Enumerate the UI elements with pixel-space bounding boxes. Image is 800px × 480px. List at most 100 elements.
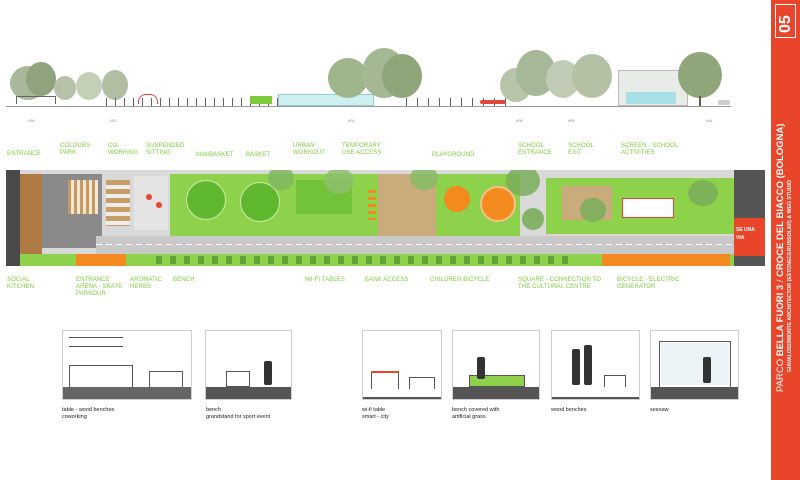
plan-playground-disc: [444, 186, 470, 212]
plan-label: MINIBASKET: [196, 152, 234, 158]
person-figure: [477, 357, 485, 379]
table-frame: [69, 365, 133, 387]
plan-tree: [580, 198, 606, 222]
person-figure: [264, 361, 272, 385]
elevation-tag: H34: [706, 119, 713, 123]
sheet-number: 05: [777, 15, 794, 33]
title-sidebar: 05 PARCO BELLA FUORI 3 / CROCE DEL BIACC…: [771, 0, 800, 480]
project-title: PARCO BELLA FUORI 3 / CROCE DEL BIACCO (…: [775, 123, 786, 392]
plan-tree: [506, 170, 540, 196]
plan-tree: [688, 180, 718, 206]
plan-label: SCHOOL EXIT: [568, 143, 594, 156]
plan-path: [96, 236, 736, 254]
detail-panel-grandstand: [205, 330, 292, 400]
elevation-tag: H01: [348, 119, 355, 123]
panel-ground: [363, 397, 441, 399]
elevation-glass-pavilion: [278, 94, 374, 106]
detail-caption: wood benches: [551, 407, 587, 413]
plan-suspended-sitting: [134, 176, 168, 230]
plan-label: SOCIAL KITCHEN: [7, 277, 35, 290]
plan-label: COLOURS PARK: [60, 143, 91, 156]
elevation-tag: H01: [110, 119, 117, 123]
plan-label: SQUARE - CONNECTION TO THE CULTURAL CENT…: [518, 277, 601, 290]
elevation-tag: H34: [28, 119, 35, 123]
plan-tree: [268, 170, 294, 190]
plan-label: WI-FI TABLES: [305, 277, 345, 283]
plan-sign-panel: [734, 218, 765, 256]
plan-label: CHILDREN BICYCLE: [430, 277, 490, 283]
plan-label: URBAN WORKOUT: [293, 143, 326, 156]
elevation-tree: [102, 70, 128, 100]
plan-path-line: [96, 244, 736, 245]
plan-entrance-zone: [6, 170, 20, 266]
plan-label: BICYCLE - ELECTRIC GENERATOR: [617, 277, 680, 290]
plan-label: SUSPENDED SITTING: [146, 143, 185, 156]
elevation-tree: [572, 54, 612, 98]
wifi-bench: [409, 377, 435, 389]
seesaw-frame: [659, 341, 731, 387]
plan-colour-stripes: [68, 180, 98, 214]
plan-strip: SE UNA VIA: [6, 170, 765, 266]
panel-ground: [206, 387, 291, 399]
sheet-number-box: [775, 4, 796, 38]
elevation-ground: [6, 106, 731, 107]
plan-screen: [622, 198, 674, 218]
plan-label: SCREEN - SCHOOL ACTIVITIES: [621, 143, 678, 156]
elevation-building-window: [626, 92, 676, 104]
plan-label: BANK ACCESS: [365, 277, 409, 283]
panel-ground: [63, 387, 191, 399]
plan-social-kitchen: [20, 174, 42, 254]
wifi-table: [371, 371, 399, 389]
plan-playground-disc: [480, 186, 516, 222]
elevation-tree: [26, 62, 56, 96]
detail-caption: seesaw: [650, 407, 669, 413]
elevation-strip: H34 H01 H01 H08 H09 H34: [6, 40, 731, 123]
elevation-tree: [76, 72, 102, 100]
plan-orange-bar: [76, 254, 126, 266]
elevation-car: [718, 100, 730, 105]
elevation-red-slide: [480, 100, 506, 104]
plan-label: ENTRANCE ARENA - SKATE PARKOUR: [76, 277, 123, 297]
elevation-people: [106, 98, 306, 106]
person-figure: [703, 357, 711, 383]
elevation-tree-trunk: [699, 96, 701, 106]
person-figure: [584, 345, 592, 385]
elevation-tag: H08: [516, 119, 523, 123]
panel-ground: [453, 387, 539, 399]
plan-hedge-dots: [156, 256, 576, 264]
plan-minibasket-court: [186, 180, 226, 220]
plan-coworking-tables: [106, 180, 130, 226]
elevation-tag: H09: [568, 119, 575, 123]
plan-red-dot: [156, 202, 162, 208]
panel-ground: [552, 397, 639, 399]
pergola-roof: [69, 337, 123, 347]
project-credits: GIAVALOSDIMONTE ARCHITECTOR (ESTONECERUB…: [787, 180, 793, 372]
plan-tree: [410, 170, 438, 190]
elevation-tree: [54, 76, 76, 100]
plan-label: PLAYGROUND: [432, 152, 475, 158]
detail-panel-wifi: [362, 330, 442, 400]
plan-label: AROMATIC HERBS: [130, 277, 163, 290]
grandstand-bench: [226, 371, 250, 387]
plan-orange-chevrons: [368, 190, 376, 220]
plan-basket-court: [240, 182, 280, 222]
detail-panel-seesaw: [650, 330, 739, 400]
plan-label: ENTRANCE: [7, 151, 41, 157]
elevation-people: [406, 98, 506, 106]
plan-bicycle-generator: [602, 254, 730, 266]
seesaw-glass: [661, 343, 729, 385]
bench-frame: [149, 371, 183, 387]
panel-ground: [651, 387, 738, 399]
elevation-pavilion: [16, 96, 56, 104]
elevation-tree: [328, 58, 368, 98]
plan-label: CO-WORKING: [108, 143, 139, 156]
plan-tree: [324, 170, 354, 194]
plan-label: TEMPORARY USE ACCESS: [342, 143, 382, 156]
elevation-tree: [382, 54, 422, 98]
person-figure: [572, 349, 580, 385]
detail-panel-coworking: [62, 330, 192, 400]
